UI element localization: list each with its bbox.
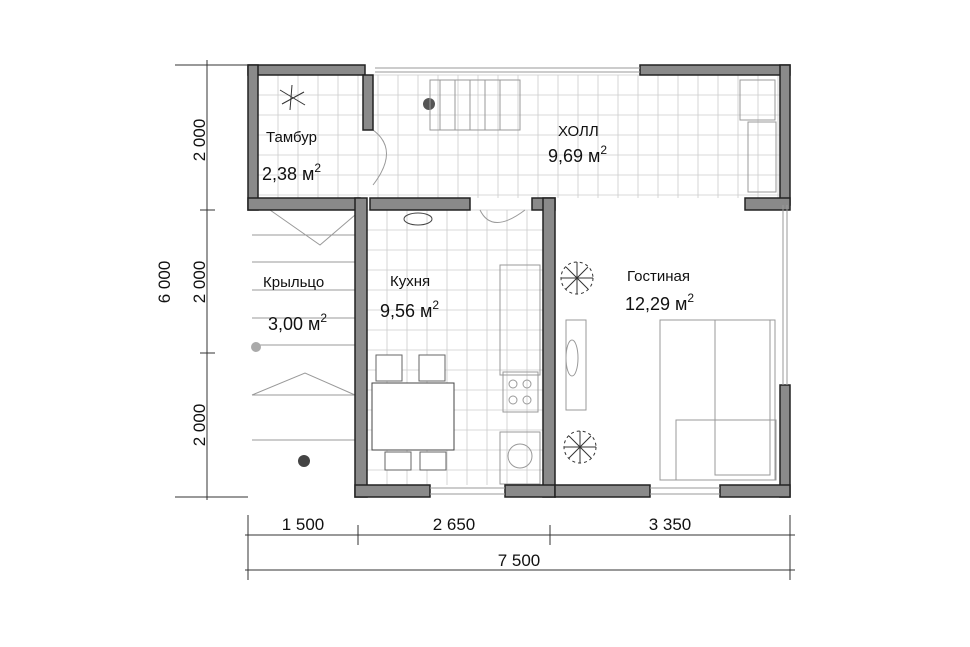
windows <box>375 67 788 495</box>
room-name-living: Гостиная <box>627 268 690 285</box>
room-name-porch: Крыльцо <box>263 274 324 291</box>
room-area-kitchen: 9,56 м2 <box>380 298 439 321</box>
dim-left-1: 2 000 <box>190 119 209 162</box>
dim-left-2: 2 000 <box>190 261 209 304</box>
room-area-living: 12,29 м2 <box>625 291 694 314</box>
plant-icon <box>563 430 597 464</box>
tv-stand <box>565 319 587 411</box>
dining-table <box>371 354 455 471</box>
left-dimension-lines <box>175 60 248 500</box>
staircase <box>429 79 521 131</box>
room-name-hall: ХОЛЛ <box>558 123 599 140</box>
ceiling-fan-icon <box>279 84 306 111</box>
dim-left-3: 2 000 <box>190 404 209 447</box>
plant-icon <box>560 261 594 295</box>
bottom-dimension-lines <box>245 515 795 580</box>
porch-steps <box>251 234 356 441</box>
dim-left-total: 6 000 <box>155 261 174 304</box>
dim-bottom-1: 1 500 <box>282 515 325 534</box>
kitchen-counter <box>499 264 541 485</box>
room-name-kitchen: Кухня <box>390 273 430 290</box>
dim-bottom-3: 3 350 <box>649 515 692 534</box>
wardrobe <box>739 79 777 193</box>
room-name-tambur: Тамбур <box>266 129 317 146</box>
dim-bottom-2: 2 650 <box>433 515 476 534</box>
kitchen-lamp-icon <box>403 212 433 226</box>
floor-tile-grid <box>257 74 780 485</box>
lamp-icon <box>298 455 310 467</box>
dim-bottom-total: 7 500 <box>498 551 541 570</box>
lamp-icon <box>423 98 435 110</box>
door-swings <box>269 129 526 246</box>
walls <box>247 64 791 498</box>
room-area-tambur: 2,38 м2 <box>262 161 321 184</box>
room-area-hall: 9,69 м2 <box>548 143 607 166</box>
room-area-porch: 3,00 м2 <box>268 311 327 334</box>
post-icon <box>251 342 261 352</box>
sofa <box>659 319 777 481</box>
